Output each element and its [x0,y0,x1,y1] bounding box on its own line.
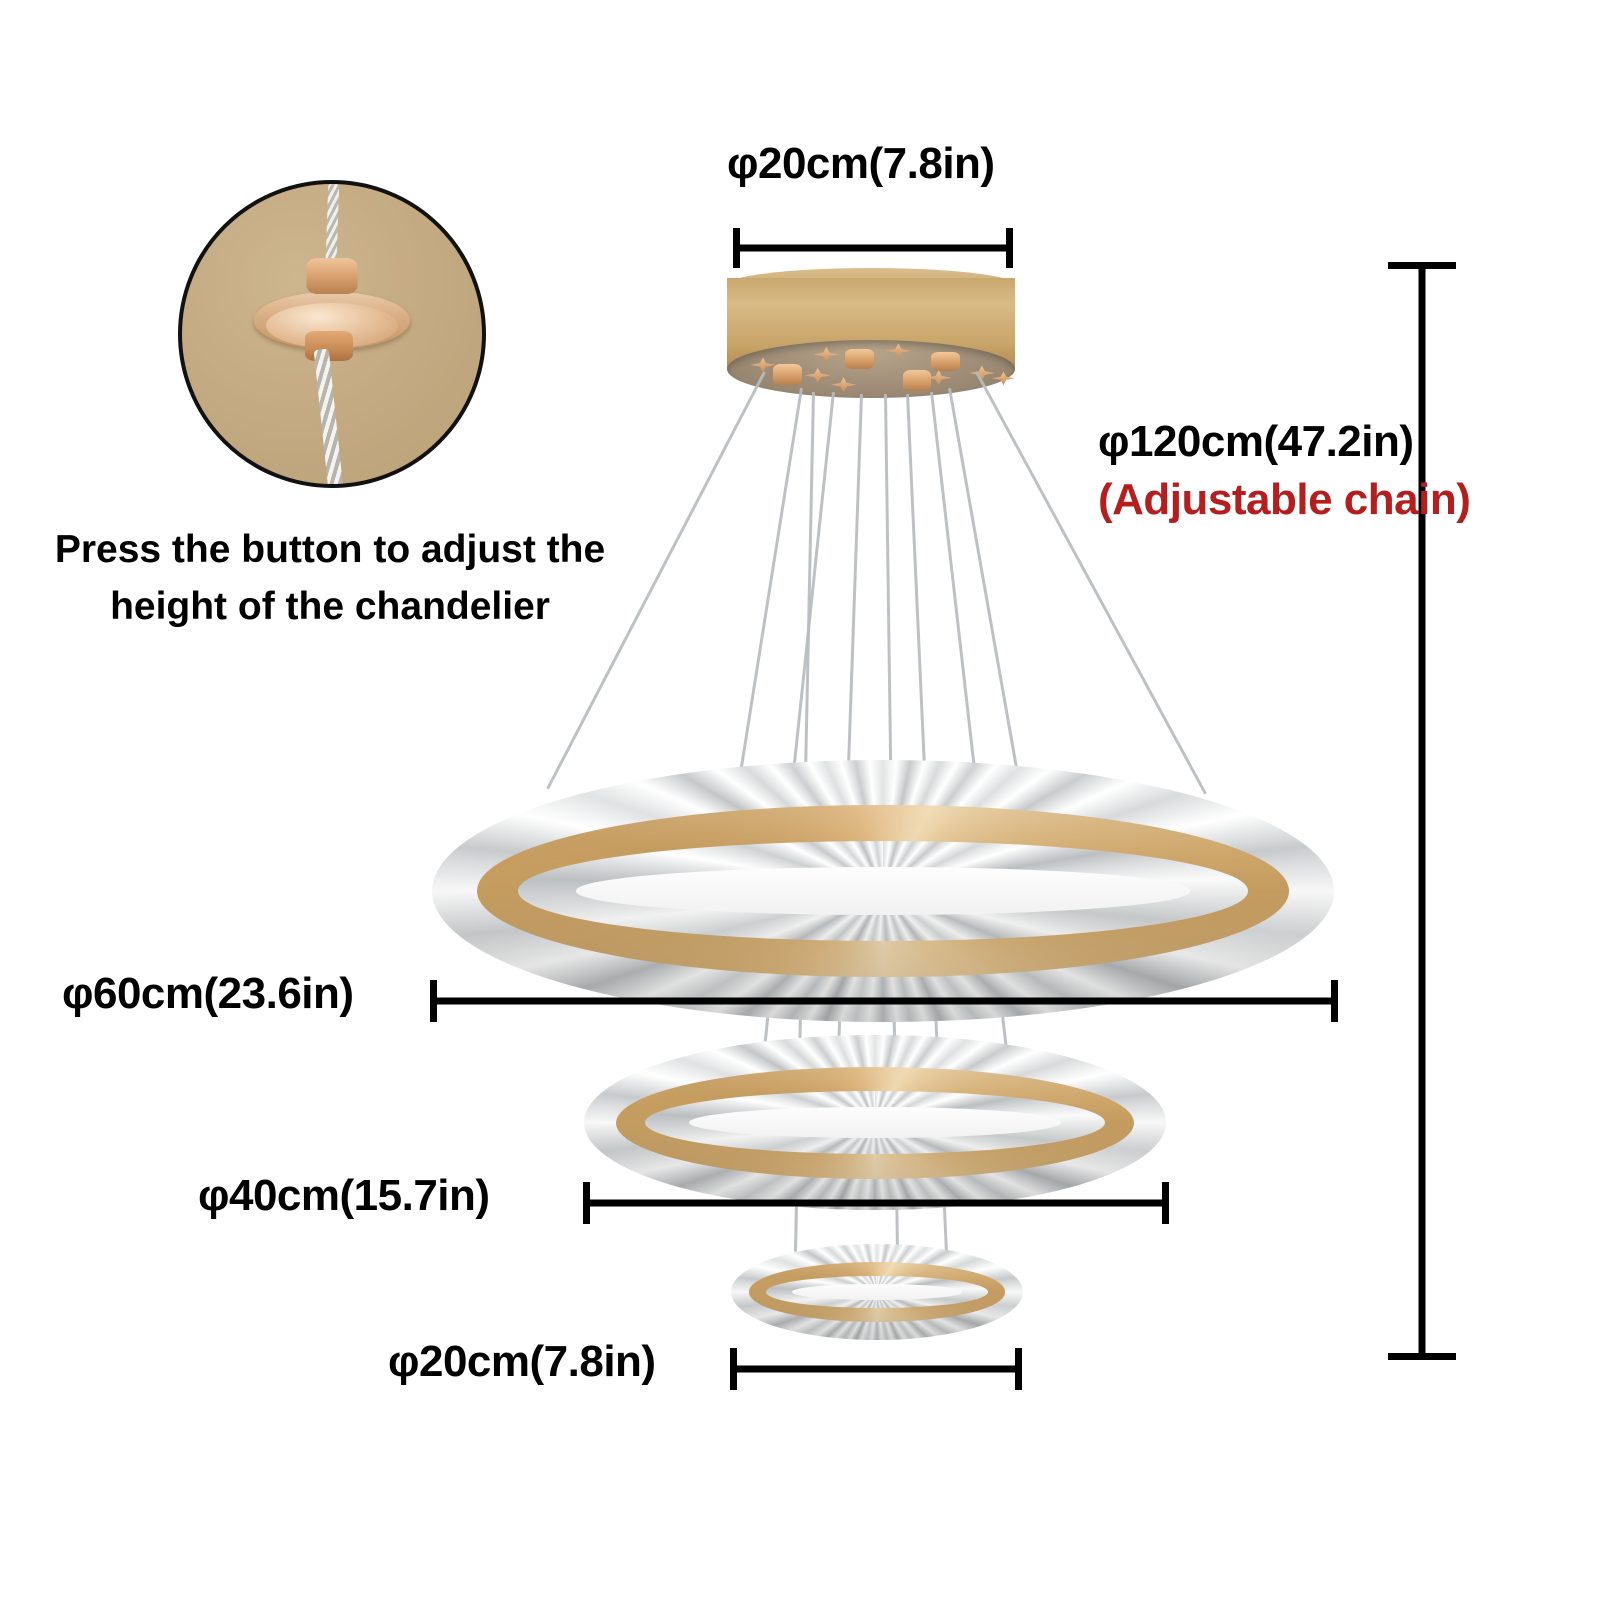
canopy-dimension-bracket [733,228,1013,268]
cable-gripper [902,370,932,392]
chain-height-dimension-bracket [1388,262,1456,1360]
suspension-cable [948,387,1026,812]
inset-caption: Press the button to adjust the height of… [50,522,610,635]
ring-medium-dimension-label: φ40cm(15.7in) [198,1171,490,1220]
cable-rosette [885,343,912,358]
cable-gripper [845,349,874,369]
chain-dimension-label: φ120cm(47.2in) [1098,417,1414,466]
ring-small [731,1244,1023,1340]
cable-gripper [773,364,802,386]
inset-caption-line2: height of the chandelier [110,584,550,628]
ring-small-aperture [792,1284,962,1300]
bracket-line [583,1199,1169,1207]
cable-gripper-photo [178,180,486,488]
cable-gripper [931,351,961,372]
suspension-cable [734,387,803,804]
bracket-line [1418,262,1426,1360]
bracket-line [430,997,1338,1005]
ring-large-aperture [576,867,1190,915]
bracket-cap-right [1331,980,1338,1022]
cable-below-gripper-icon [313,348,345,484]
ring-small-dimension-label: φ20cm(7.8in) [388,1337,656,1386]
gripper-top-collar [306,257,358,294]
canopy-dimension-label: φ20cm(7.8in) [727,139,995,188]
ring-large-dimension-label: φ60cm(23.6in) [62,969,354,1018]
cable-rosette [830,377,857,393]
cable-rosette [804,367,831,383]
cable-rosette [750,357,776,373]
chain-dimension-block: φ120cm(47.2in) (Adjustable chain) [1098,417,1471,524]
bracket-cap-right [1162,1182,1169,1224]
bracket-line [730,1365,1022,1373]
inset-caption-line1: Press the button to adjust the [54,528,606,571]
cable-rosette [813,346,840,363]
ring-large-dimension-bracket [430,980,1338,1022]
bracket-cap-bottom [1388,1353,1456,1360]
bracket-cap-right [1006,228,1013,268]
ceiling-canopy [727,268,1015,398]
canopy-underside [727,340,1015,398]
ring-small-dimension-bracket [730,1348,1022,1390]
cable-rosette [991,371,1015,386]
bracket-cap-right [1015,1348,1022,1390]
ring-medium-dimension-bracket [583,1182,1169,1224]
bracket-line [733,244,1013,252]
adjustable-chain-note: (Adjustable chain) [1098,474,1471,524]
ring-medium-aperture [688,1106,1062,1139]
